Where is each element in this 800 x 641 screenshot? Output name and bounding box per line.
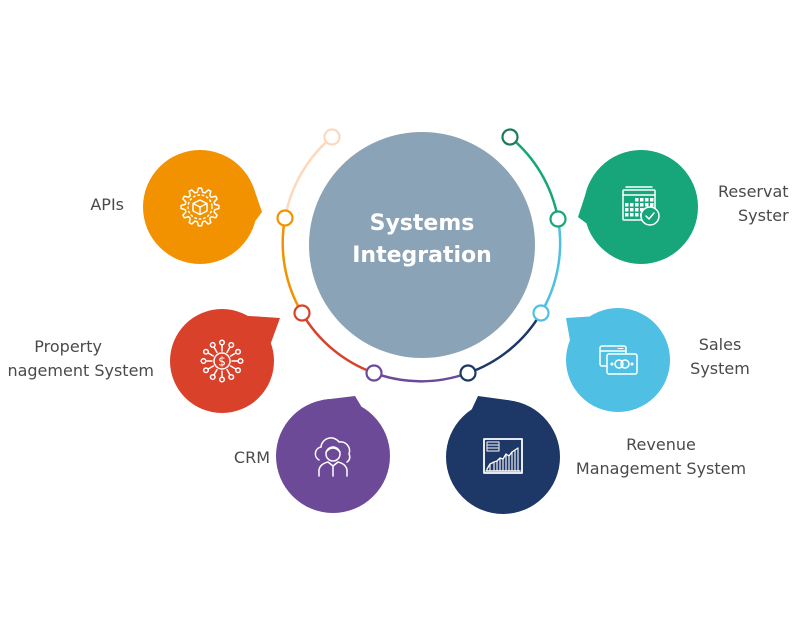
connector-dot: [293, 304, 311, 322]
bubble-tail: [566, 316, 590, 341]
node-sales-system: [566, 308, 670, 412]
node-bubble: [446, 400, 560, 514]
payment-cards-icon: [599, 345, 638, 375]
connector-dot: [532, 304, 550, 322]
bubble-tail: [247, 315, 280, 344]
node-bubble: [584, 150, 698, 264]
connector-dot: [365, 364, 383, 382]
arc-segment-top-left: [283, 136, 333, 219]
svg-text:$: $: [218, 355, 226, 369]
connector-dot: [276, 209, 294, 227]
node-crm: [276, 396, 390, 513]
connector-dot: [501, 128, 519, 146]
hub-circle: [309, 132, 535, 358]
dollar-network-icon: $: [200, 339, 244, 383]
bubble-tail: [471, 396, 510, 410]
arc-segment-bottom: [373, 371, 469, 383]
bubble-tail: [253, 187, 262, 222]
arc-segment-left: [281, 217, 304, 314]
label-property-management-system: Property nagement System: [7, 337, 154, 380]
label-sales-system: Sales System: [690, 335, 750, 378]
node-reservation-system: [578, 150, 698, 264]
connector-dot: [459, 364, 477, 382]
node-revenue-management-system: [446, 396, 560, 514]
arc-segment-lower-left: [300, 312, 375, 375]
arc-segment-lower-right: [467, 312, 543, 375]
arc-segment-top-right: [509, 136, 560, 220]
bubble-tail: [322, 396, 362, 407]
bubble-tail: [578, 184, 589, 224]
hub-title: Systems Integration: [309, 208, 535, 272]
arc-segment-right: [539, 218, 562, 314]
node-property-management-system: $: [170, 309, 280, 413]
calendar-check-icon: [622, 186, 660, 226]
cloud-user-icon: [314, 437, 351, 477]
node-apis: [143, 150, 262, 264]
hub-title-line1: Systems: [369, 211, 475, 236]
connector-dot: [323, 128, 341, 146]
label-revenue-management-system: Revenue Management System: [575, 435, 747, 478]
label-reservation-system: Reservat Syster: [718, 182, 789, 225]
label-crm: CRM: [233, 448, 270, 467]
gear-cube-icon: [180, 187, 220, 227]
connector-arc: [281, 136, 562, 383]
label-apis: APIs: [90, 195, 124, 214]
node-bubble: [276, 399, 390, 513]
node-bubble: [170, 309, 274, 413]
hub-title-line2: Integration: [352, 243, 492, 268]
connector-dot: [549, 210, 567, 228]
chart-board-icon: [483, 438, 523, 474]
